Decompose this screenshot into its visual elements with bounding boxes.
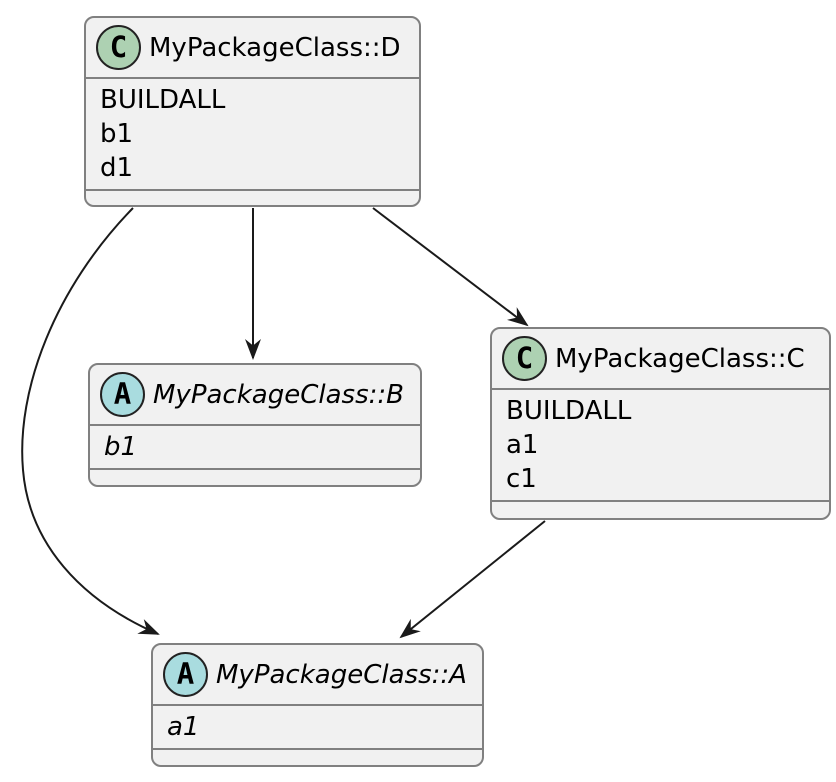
methods-compartment-empty (153, 750, 482, 765)
fields-compartment: BUILDALL a1 c1 (492, 390, 829, 502)
class-header: C MyPackageClass::C (492, 329, 829, 390)
class-badge-icon: C (502, 336, 547, 381)
member: a1 (506, 430, 539, 460)
methods-compartment-empty (86, 191, 419, 205)
methods-compartment-empty (492, 502, 829, 518)
class-title: MyPackageClass::C (555, 343, 805, 374)
edge-d-to-c (372, 207, 529, 327)
class-title: MyPackageClass::A (216, 659, 467, 690)
class-header: A MyPackageClass::A (153, 645, 482, 706)
class-box-mypackageclass-c: C MyPackageClass::C BUILDALL a1 c1 (490, 327, 831, 520)
member: b1 (100, 119, 134, 149)
methods-compartment-empty (90, 470, 420, 485)
fields-compartment: a1 (153, 706, 482, 750)
class-title: MyPackageClass::D (149, 32, 401, 63)
abstract-badge-icon: A (100, 372, 145, 417)
class-badge-icon: C (96, 25, 141, 70)
edge-c-to-a (399, 520, 546, 639)
member: a1 (167, 712, 200, 742)
member: b1 (104, 432, 138, 462)
class-box-mypackageclass-b: A MyPackageClass::B b1 (88, 363, 422, 487)
member: BUILDALL (100, 85, 226, 115)
member: BUILDALL (506, 396, 632, 426)
class-header: C MyPackageClass::D (86, 18, 419, 79)
class-header: A MyPackageClass::B (90, 365, 420, 426)
class-box-mypackageclass-d: C MyPackageClass::D BUILDALL b1 d1 (84, 16, 421, 207)
member: c1 (506, 464, 537, 494)
abstract-badge-icon: A (163, 652, 208, 697)
class-box-mypackageclass-a: A MyPackageClass::A a1 (151, 643, 484, 767)
member: d1 (100, 153, 134, 183)
fields-compartment: b1 (90, 426, 420, 470)
class-title: MyPackageClass::B (153, 379, 404, 410)
fields-compartment: BUILDALL b1 d1 (86, 79, 419, 191)
